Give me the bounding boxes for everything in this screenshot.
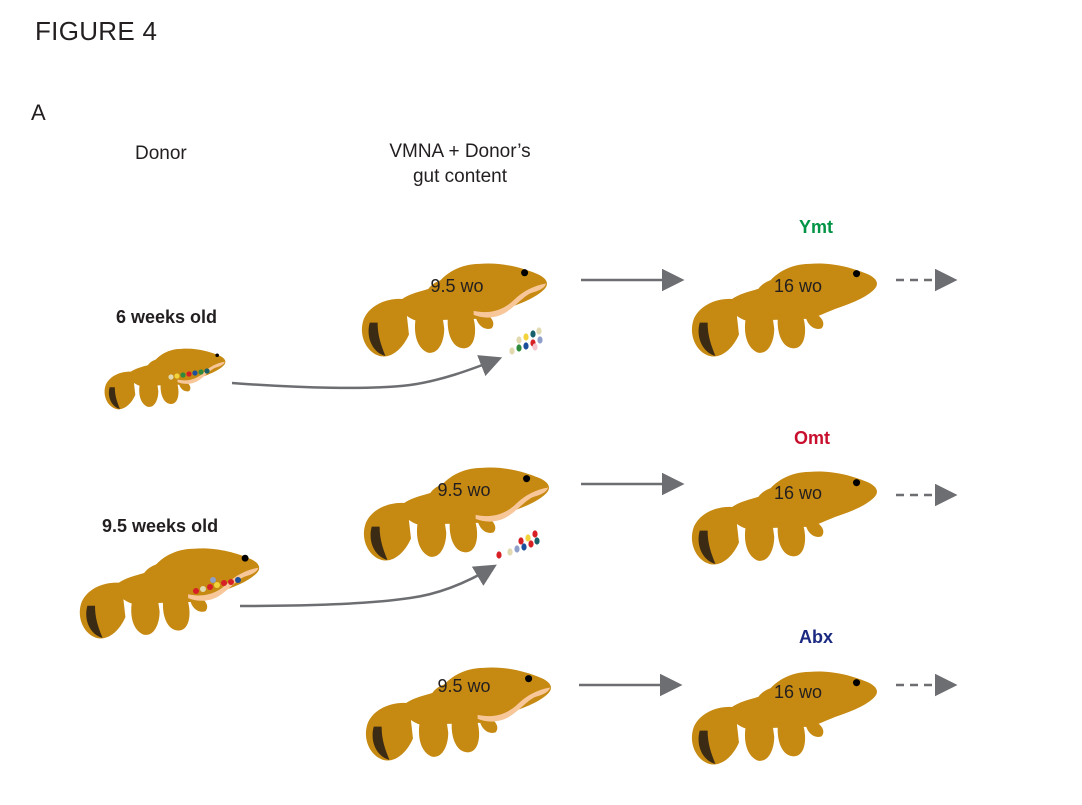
donor-column-header: Donor	[135, 143, 187, 164]
gut-content-cluster-young	[509, 327, 543, 355]
endpoint-fish-abx	[691, 671, 877, 765]
transfer-arrow-old	[239, 564, 497, 608]
recipient-fish-abx	[365, 667, 551, 761]
recipient-fish-omt	[363, 467, 549, 561]
transfer-arrow-young	[231, 355, 503, 390]
recipient-age-abx: 9.5 wo	[437, 676, 490, 696]
donor-fish-old	[79, 548, 260, 639]
donor-young-age-label: 6 weeks old	[116, 307, 218, 327]
panel-label: A	[31, 100, 46, 125]
figure-title: FIGURE 4	[35, 16, 158, 46]
endpoint-age-omt: 16 wo	[774, 483, 822, 503]
endpoint-age-abx: 16 wo	[774, 682, 822, 702]
endpoint-fish-omt	[691, 471, 877, 565]
donor-old-age-label: 9.5 weeks old	[102, 516, 219, 536]
group-label-abx: Abx	[799, 627, 834, 647]
recipient-fish-ymt	[361, 263, 547, 357]
group-label-ymt: Ymt	[799, 217, 834, 237]
gut-content-cluster-old	[496, 530, 540, 559]
recipient-age-ymt: 9.5 wo	[430, 276, 483, 296]
donor-old-gut-microbes	[193, 577, 241, 594]
endpoint-fish-ymt	[691, 263, 877, 357]
donor-young-gut-microbes	[168, 368, 210, 380]
donor-fish-young	[104, 348, 226, 410]
endpoint-age-ymt: 16 wo	[774, 276, 822, 296]
group-label-omt: Omt	[794, 428, 830, 448]
recipient-column-header: VMNA + Donor’s gut content	[389, 141, 531, 187]
recipient-age-omt: 9.5 wo	[437, 480, 490, 500]
